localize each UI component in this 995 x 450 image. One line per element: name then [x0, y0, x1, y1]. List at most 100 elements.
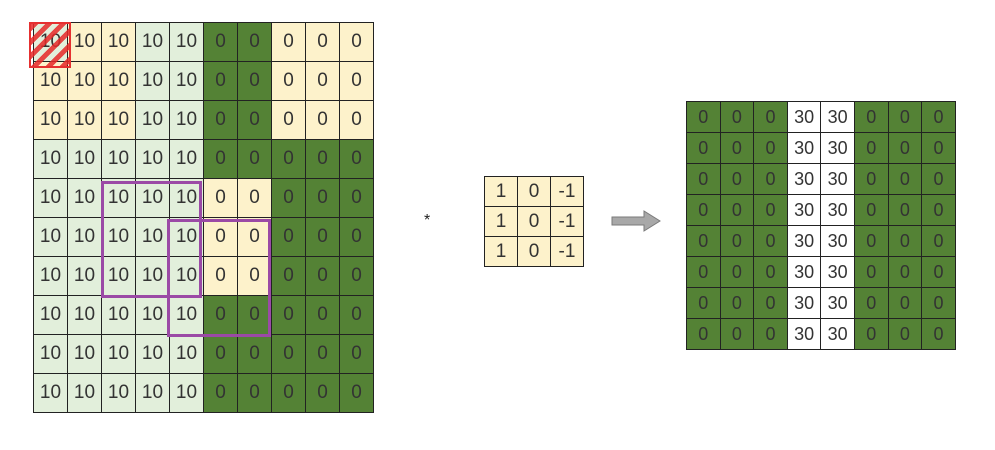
- input-cell: 10: [34, 296, 68, 335]
- input-cell: 0: [272, 23, 306, 62]
- input-cell: 0: [238, 140, 272, 179]
- input-matrix: 1010101010000001010101010000001010101010…: [33, 22, 374, 413]
- input-cell: 10: [170, 62, 204, 101]
- output-cell: 0: [922, 102, 956, 133]
- input-cell: 0: [272, 374, 306, 413]
- output-cell: 0: [854, 288, 889, 319]
- output-cell: 30: [821, 288, 855, 319]
- input-cell: 0: [306, 374, 340, 413]
- input-cell: 0: [340, 140, 374, 179]
- input-cell: 10: [68, 257, 102, 296]
- input-cell: 10: [102, 140, 136, 179]
- input-cell: 0: [272, 62, 306, 101]
- output-cell: 0: [720, 133, 755, 164]
- input-cell: 10: [170, 218, 204, 257]
- kernel-cell: -1: [551, 177, 584, 207]
- input-cell: 10: [34, 179, 68, 218]
- input-cell: 0: [238, 374, 272, 413]
- input-cell: 0: [272, 101, 306, 140]
- input-cell: 10: [136, 218, 170, 257]
- kernel-cell: 0: [518, 237, 551, 267]
- input-cell: 0: [272, 179, 306, 218]
- input-cell: 10: [170, 335, 204, 374]
- output-cell: 0: [854, 319, 889, 350]
- convolution-operator: *: [424, 212, 431, 229]
- input-cell: 0: [204, 257, 238, 296]
- input-cell: 10: [136, 335, 170, 374]
- output-cell: 0: [720, 102, 755, 133]
- output-cell: 0: [922, 319, 956, 350]
- output-cell: 0: [687, 195, 721, 226]
- input-cell: 0: [204, 62, 238, 101]
- input-cell: 10: [102, 218, 136, 257]
- output-cell: 0: [888, 164, 923, 195]
- input-cell: 0: [306, 218, 340, 257]
- input-cell: 0: [204, 140, 238, 179]
- output-cell: 0: [854, 226, 889, 257]
- output-cell: 0: [888, 102, 923, 133]
- input-cell: 0: [204, 335, 238, 374]
- highlight-window-a: [101, 181, 202, 298]
- output-cell: 0: [754, 257, 788, 288]
- input-cell: 0: [238, 257, 272, 296]
- output-cell: 30: [821, 164, 855, 195]
- input-cell: 0: [272, 257, 306, 296]
- output-cell: 30: [787, 288, 822, 319]
- input-cell: 0: [306, 140, 340, 179]
- input-cell: 10: [68, 374, 102, 413]
- output-cell: 0: [888, 288, 923, 319]
- input-cell: 0: [204, 101, 238, 140]
- output-cell: 0: [922, 164, 956, 195]
- output-cell: 30: [787, 319, 822, 350]
- output-cell: 0: [720, 226, 755, 257]
- output-cell: 30: [787, 164, 822, 195]
- input-cell: 0: [238, 101, 272, 140]
- input-cell: 10: [34, 101, 68, 140]
- input-cell: 0: [306, 335, 340, 374]
- output-cell: 0: [888, 319, 923, 350]
- output-cell: 0: [888, 257, 923, 288]
- input-cell: 10: [34, 374, 68, 413]
- input-cell: 10: [170, 374, 204, 413]
- output-cell: 30: [821, 257, 855, 288]
- input-cell: 10: [102, 101, 136, 140]
- input-cell: 0: [340, 335, 374, 374]
- input-cell: 10: [68, 335, 102, 374]
- input-cell: 10: [68, 179, 102, 218]
- input-cell: 0: [238, 335, 272, 374]
- input-cell: 10: [102, 62, 136, 101]
- input-cell: 10: [102, 257, 136, 296]
- input-cell: 10: [34, 335, 68, 374]
- input-cell: 0: [204, 218, 238, 257]
- kernel-cell: 0: [518, 207, 551, 237]
- kernel-cell: -1: [551, 237, 584, 267]
- output-cell: 30: [821, 195, 855, 226]
- output-cell: 0: [754, 319, 788, 350]
- output-cell: 0: [687, 164, 721, 195]
- input-cell: 10: [102, 335, 136, 374]
- input-cell: 0: [238, 218, 272, 257]
- input-cell: 10: [68, 140, 102, 179]
- input-cell: 10: [68, 101, 102, 140]
- input-cell: 10: [136, 257, 170, 296]
- input-cell: 10: [136, 23, 170, 62]
- output-cell: 0: [922, 226, 956, 257]
- input-cell: 0: [306, 179, 340, 218]
- output-cell: 30: [787, 195, 822, 226]
- striped-marker-icon: [29, 22, 71, 68]
- input-cell: 10: [136, 140, 170, 179]
- input-cell: 0: [340, 179, 374, 218]
- input-cell: 10: [136, 296, 170, 335]
- input-cell: 10: [170, 140, 204, 179]
- input-cell: 10: [170, 101, 204, 140]
- input-cell: 10: [136, 62, 170, 101]
- input-cell: 10: [34, 140, 68, 179]
- output-cell: 0: [754, 195, 788, 226]
- output-cell: 0: [754, 288, 788, 319]
- input-cell: 10: [102, 374, 136, 413]
- output-cell: 0: [687, 319, 721, 350]
- input-cell: 10: [102, 179, 136, 218]
- input-cell: 0: [272, 296, 306, 335]
- output-cell: 30: [787, 102, 822, 133]
